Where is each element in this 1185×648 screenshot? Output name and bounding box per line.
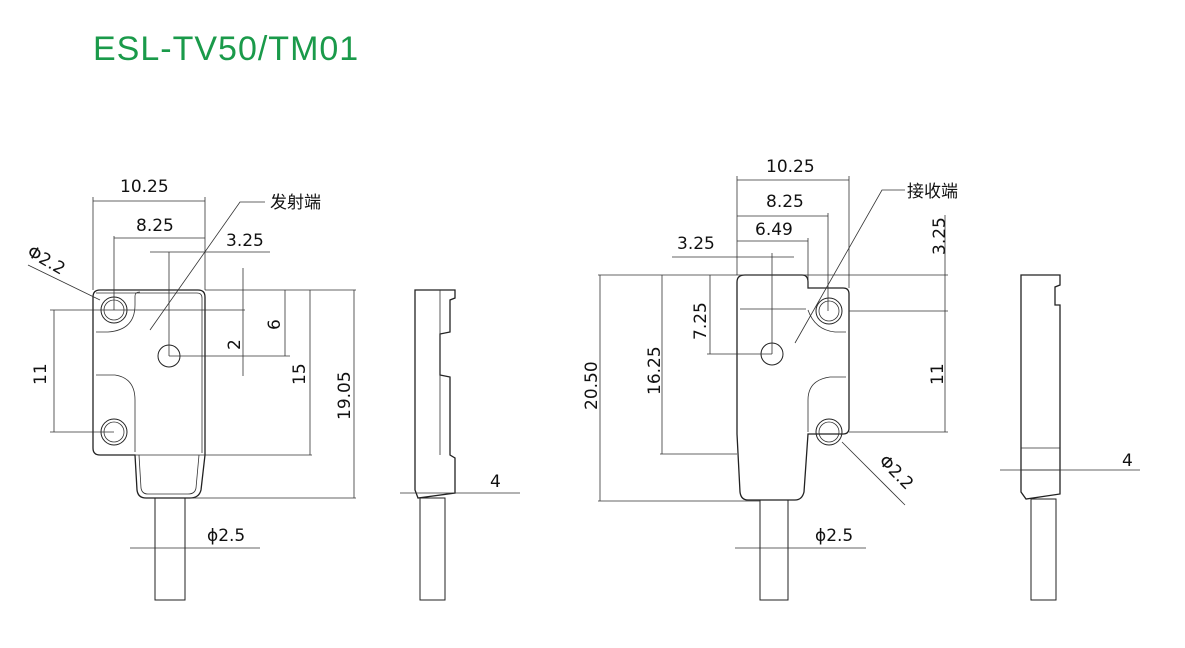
receiver-bottom-hole xyxy=(815,418,843,446)
receiver-front-view: 10.25 8.25 6.49 3.25 接收端 3.25 7.25 16.25… xyxy=(582,157,958,601)
receiver-lens-span-label: 6.49 xyxy=(755,220,793,240)
emitter-lens-offset-y-label: 2 xyxy=(225,339,245,350)
emitter-hole-span-label: 8.25 xyxy=(136,216,174,236)
emitter-side-thickness-label: 4 xyxy=(490,472,501,492)
emitter-cable xyxy=(154,497,186,601)
receiver-label: 接收端 xyxy=(907,182,958,202)
emitter-hole-pitch-label: 11 xyxy=(31,363,51,385)
receiver-lens-from-top-label: 7.25 xyxy=(691,302,711,340)
receiver-lens-offset-x-label: 3.25 xyxy=(677,234,715,254)
emitter-side-cable xyxy=(419,497,446,601)
receiver-hole-span-label: 8.25 xyxy=(766,192,804,212)
emitter-body-outline xyxy=(92,289,206,499)
receiver-hole-pitch-label: 11 xyxy=(928,363,948,385)
receiver-cable xyxy=(759,499,789,601)
receiver-side-thickness-label: 4 xyxy=(1122,451,1133,471)
emitter-label: 发射端 xyxy=(270,193,321,213)
model-title: ESL-TV50/TM01 xyxy=(93,30,360,68)
receiver-total-height-label: 20.50 xyxy=(582,361,602,410)
receiver-hole-diameter-label: Φ2.2 xyxy=(874,451,917,494)
receiver-width-label: 10.25 xyxy=(766,157,815,177)
emitter-front-view: 10.25 8.25 3.25 发射端 Φ2.2 11 2 6 15 19.05… xyxy=(24,177,356,601)
emitter-cable-diameter-label: ϕ2.5 xyxy=(207,526,245,546)
emitter-lens-from-top-label: 6 xyxy=(265,319,285,330)
receiver-side-view: 4 xyxy=(1000,274,1140,601)
emitter-side-view: 4 xyxy=(400,289,520,601)
receiver-side-cable xyxy=(1030,498,1057,601)
emitter-lens-offset-x-label: 3.25 xyxy=(226,231,264,251)
receiver-hole-offset-y-label: 3.25 xyxy=(930,217,950,255)
receiver-top-hole xyxy=(815,297,843,325)
emitter-total-height-label: 19.05 xyxy=(335,371,355,420)
emitter-width-label: 10.25 xyxy=(120,177,169,197)
receiver-body-height-label: 16.25 xyxy=(645,346,665,395)
emitter-body-height-label: 15 xyxy=(290,363,310,385)
receiver-cable-diameter-label: ϕ2.5 xyxy=(815,526,853,546)
